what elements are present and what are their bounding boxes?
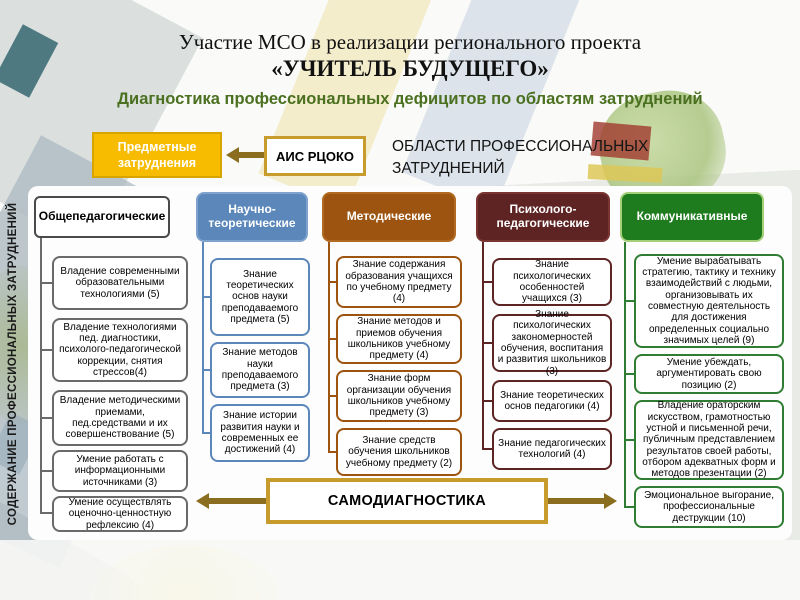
deficit-item: Владение методическими приемами, пед.сре… — [52, 390, 188, 446]
deficit-item: Знание методов науки преподаваемого пред… — [210, 342, 310, 398]
arrow-left-icon — [196, 493, 209, 509]
background-shape — [0, 540, 800, 600]
connector-line — [482, 281, 492, 283]
connector-line — [40, 417, 52, 419]
ais-rcoko-box: АИС РЦОКО — [264, 136, 366, 176]
connector-line — [482, 400, 492, 402]
deficit-item: Умение убеждать, аргументировать свою по… — [634, 354, 784, 394]
deficit-item: Владение современными образовательными т… — [52, 256, 188, 310]
connector-line — [482, 342, 492, 344]
deficit-item: Эмоциональное выгорание, профессиональны… — [634, 486, 784, 528]
background-shape — [90, 545, 280, 600]
deficit-item: Владение технологиями пед. диагностики, … — [52, 318, 188, 382]
deficit-item: Знание педагогических технологий (4) — [492, 428, 612, 470]
connector-line — [202, 242, 204, 434]
column-header-communicative: Коммуникативные — [620, 192, 764, 242]
deficit-item: Знание теоретических основ педагогики (4… — [492, 380, 612, 422]
connector-line — [482, 448, 492, 450]
deficit-item: Умение осуществлять оценочно-ценностную … — [52, 496, 188, 532]
connector-line — [202, 369, 210, 371]
subject-difficulties-box: Предметные затруднения — [92, 132, 222, 178]
deficit-item: Знание методов и приемов обучения школьн… — [336, 314, 462, 364]
deficit-item: Умение вырабатывать стратегию, тактику и… — [634, 254, 784, 348]
column-header-scientific-theoretical: Научно-теоретические — [196, 192, 308, 242]
connector-line — [40, 238, 42, 514]
connector-line — [40, 282, 52, 284]
deficit-item: Владение ораторским искусством, грамотно… — [634, 400, 784, 480]
deficit-item: Умение работать с информационными источн… — [52, 450, 188, 492]
connector-line — [328, 242, 330, 453]
arrow-shaft — [238, 152, 264, 158]
self-diagnostics-box: САМОДИАГНОСТИКА — [266, 478, 548, 524]
arrow-left-icon — [226, 147, 239, 163]
connector-line — [328, 338, 336, 340]
slide-title-line2: «УЧИТЕЛЬ БУДУЩЕГО» — [271, 56, 549, 81]
connector-line — [40, 512, 52, 514]
background-shape — [0, 24, 59, 98]
slide-title-line1: Участие МСО в реализации регионального п… — [178, 30, 642, 54]
connector-line — [202, 296, 210, 298]
content-axis-label: СОДЕРЖАНИЕ ПРОФЕССИОНАЛЬНЫХ ЗАТРУДНЕНИЙ — [7, 202, 19, 526]
deficit-item: Знание психологических особенностей учащ… — [492, 258, 612, 306]
connector-line — [624, 506, 634, 508]
connector-line — [328, 281, 336, 283]
column-header-psycho-pedagogical: Психолого-педагогические — [476, 192, 610, 242]
connector-line — [202, 432, 210, 434]
deficit-item: Знание истории развития науки и современ… — [210, 404, 310, 462]
connector-line — [624, 373, 634, 375]
connector-line — [624, 300, 634, 302]
deficit-item: Знание теоретических основ науки препода… — [210, 258, 310, 336]
connector-line — [624, 242, 626, 508]
column-header-general-pedagogical: Общепедагогические — [34, 196, 170, 238]
deficit-item: Знание форм организации обучения школьни… — [336, 370, 462, 422]
areas-heading: ОБЛАСТИ ПРОФЕССИОНАЛЬНЫХ ЗАТРУДНЕНИЙ — [392, 138, 649, 177]
connector-line — [328, 395, 336, 397]
arrow-shaft — [208, 498, 266, 504]
deficit-item: Знание психологических закономерностей о… — [492, 309, 612, 377]
connector-line — [624, 439, 634, 441]
connector-line — [328, 451, 336, 453]
slide-subtitle: Диагностика профессиональных дефицитов п… — [117, 90, 703, 108]
deficit-item: Знание средств обучения школьников учебн… — [336, 428, 462, 476]
deficit-item: Знание содержания образования учащихся п… — [336, 256, 462, 308]
column-header-methodical: Методические — [322, 192, 456, 242]
arrow-right-icon — [604, 493, 617, 509]
connector-line — [482, 242, 484, 450]
connector-line — [40, 349, 52, 351]
arrow-shaft — [548, 498, 604, 504]
connector-line — [40, 470, 52, 472]
